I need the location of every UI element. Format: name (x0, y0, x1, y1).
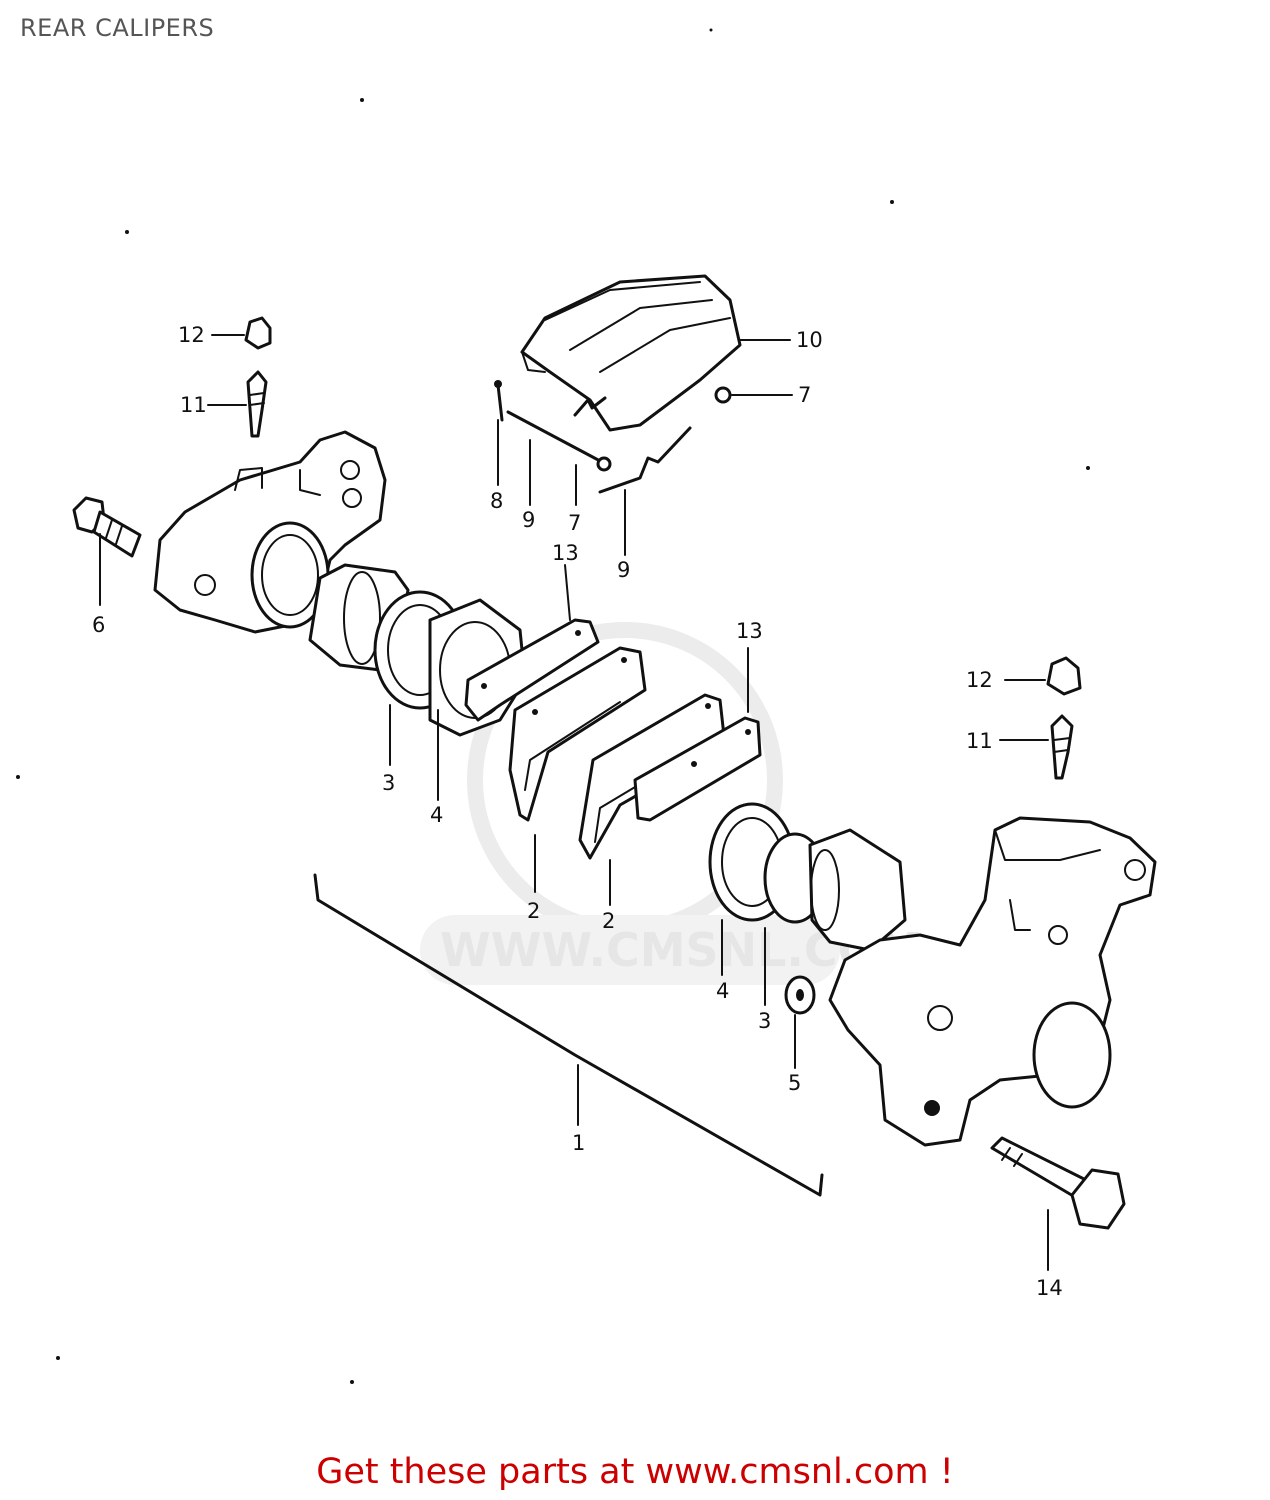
callout-labels: 12 11 6 10 7 8 9 7 9 13 13 3 4 2 2 4 3 5… (92, 323, 1063, 1300)
bleeder-cap-right (1046, 656, 1082, 696)
mounting-bolt-right (990, 1136, 1126, 1230)
right-caliper-body (828, 816, 1157, 1147)
pad-pin-part (494, 380, 732, 494)
mounting-bolt-left (72, 496, 142, 558)
scan-specks (16, 28, 1090, 1384)
bleeder-valve-right (1050, 714, 1074, 780)
callout-3-left: 3 (382, 771, 395, 795)
callout-9-right: 9 (617, 558, 630, 582)
callout-13-right: 13 (736, 619, 763, 643)
bleeder-valve-left (246, 370, 268, 438)
footer-link[interactable]: Get these parts at www.cmsnl.com ! (316, 1452, 954, 1492)
callout-4-left: 4 (430, 803, 443, 827)
callout-1: 1 (572, 1131, 585, 1155)
callout-7-left: 7 (568, 511, 581, 535)
right-shim-part (633, 716, 762, 822)
callout-10: 10 (796, 328, 823, 352)
callout-3-right: 3 (758, 1009, 771, 1033)
diagram-title: REAR CALIPERS (20, 14, 215, 42)
pad-cover-part (520, 274, 742, 432)
exploded-parts-diagram: WWW.CMSNL.COM (16, 28, 1157, 1384)
footer-banner[interactable]: Get these parts at www.cmsnl.com ! (0, 1452, 1270, 1492)
callout-14: 14 (1036, 1276, 1063, 1300)
callout-6: 6 (92, 613, 105, 637)
left-pad-part (508, 646, 647, 822)
leader-lines (99, 334, 1049, 1271)
callout-7-right: 7 (798, 383, 811, 407)
bleeder-cap-left (244, 316, 272, 350)
callout-2-right: 2 (602, 909, 615, 933)
callout-12-right: 12 (966, 668, 993, 692)
callout-12-left: 12 (178, 323, 205, 347)
callout-8: 8 (490, 489, 503, 513)
left-shim-part (464, 618, 600, 722)
right-piston-part (808, 828, 907, 952)
callout-11-right: 11 (966, 729, 993, 753)
washer-part (784, 975, 816, 1015)
callout-5: 5 (788, 1071, 801, 1095)
callout-2-left: 2 (527, 899, 540, 923)
callout-11-left: 11 (180, 393, 207, 417)
callout-4-right: 4 (716, 979, 729, 1003)
callout-9-left: 9 (522, 508, 535, 532)
left-caliper-body (153, 430, 387, 634)
callout-13-left: 13 (552, 541, 579, 565)
